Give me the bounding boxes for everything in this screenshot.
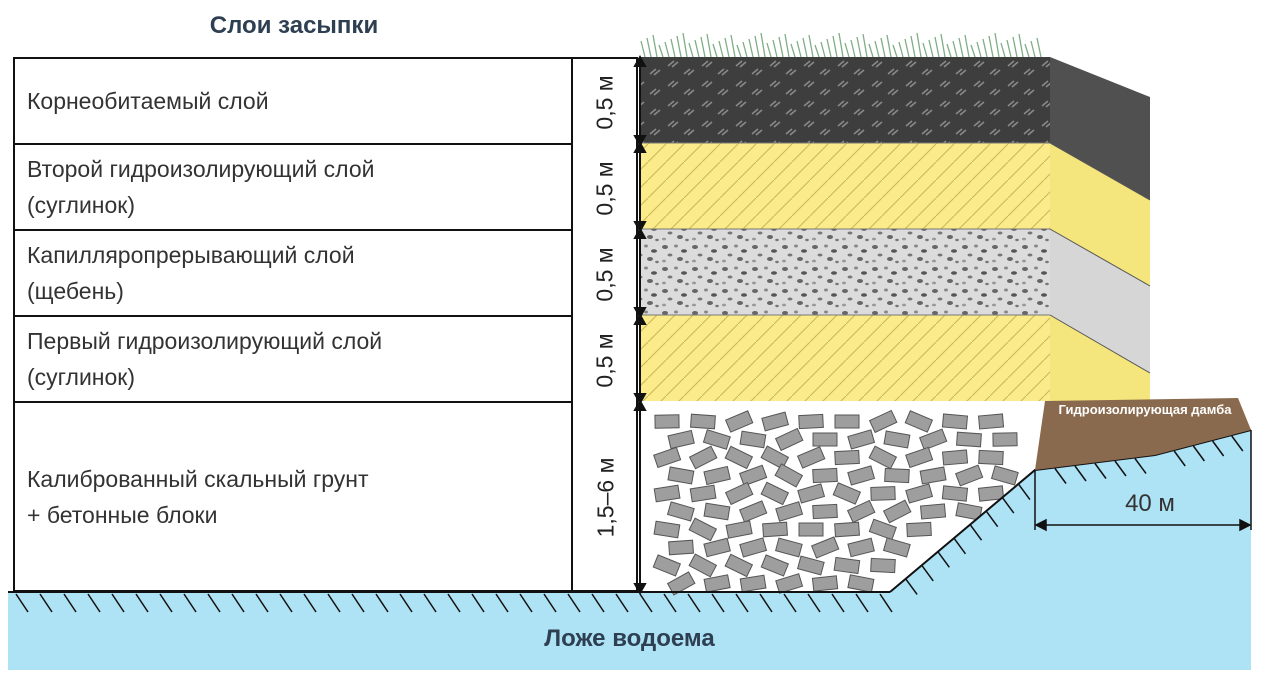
- thickness-label: 1,5–6 м: [592, 457, 619, 538]
- layer-row-4: Первый гидроизолирующий слой (суглинок): [15, 317, 571, 403]
- slope-water: [890, 430, 1251, 592]
- layer-3-gravel-side: [1050, 229, 1150, 373]
- layer-row-3: Капилляропрерывающий слой (щебень): [15, 231, 571, 317]
- layer-3-gravel-front: [640, 229, 1050, 315]
- thickness-label: 0,5 м: [592, 74, 618, 130]
- layer-name: Корнеобитаемый слой: [27, 88, 269, 114]
- hydro-dam: [1035, 398, 1251, 470]
- grass: [640, 32, 1042, 58]
- thickness-label: 0,5 м: [592, 160, 618, 216]
- thickness-column: 0,5 м 0,5 м 0,5 м 0,5 м 1,5–6 м: [573, 57, 638, 592]
- layer-name: Второй гидроизолирующий слой (суглинок): [27, 156, 375, 218]
- layer-name: Калиброванный скальный грунт + бетонные …: [27, 465, 369, 528]
- reservoir-bed-label: Ложе водоема: [544, 625, 715, 652]
- layer-4-loam-front: [640, 315, 1050, 401]
- layer-name: Капилляропрерывающий слой (щебень): [27, 242, 355, 304]
- layer-row-1: Корнеобитаемый слой: [15, 59, 571, 145]
- page-title: Слои засыпки: [209, 12, 379, 39]
- layer-name: Первый гидроизолирующий слой (суглинок): [27, 328, 383, 390]
- dam-label: Гидроизолирующая дамба: [1058, 402, 1232, 417]
- layer-1-soil-side: [1050, 57, 1150, 200]
- thickness-label: 0,5 м: [592, 332, 618, 388]
- layer-table: Корнеобитаемый слой Второй гидроизолирую…: [13, 57, 573, 592]
- layer-1-soil-front: [640, 57, 1050, 143]
- layer-4-loam-side: [1050, 315, 1150, 401]
- layer-row-2: Второй гидроизолирующий слой (суглинок): [15, 145, 571, 231]
- layer-2-loam-front: [640, 143, 1050, 229]
- layer-2-loam-side: [1050, 143, 1150, 286]
- layer-row-5: Калиброванный скальный грунт + бетонные …: [15, 403, 571, 590]
- dam-width-label: 40 м: [1125, 490, 1175, 517]
- thickness-label: 0,5 м: [592, 246, 618, 302]
- concrete-blocks: [652, 409, 1019, 596]
